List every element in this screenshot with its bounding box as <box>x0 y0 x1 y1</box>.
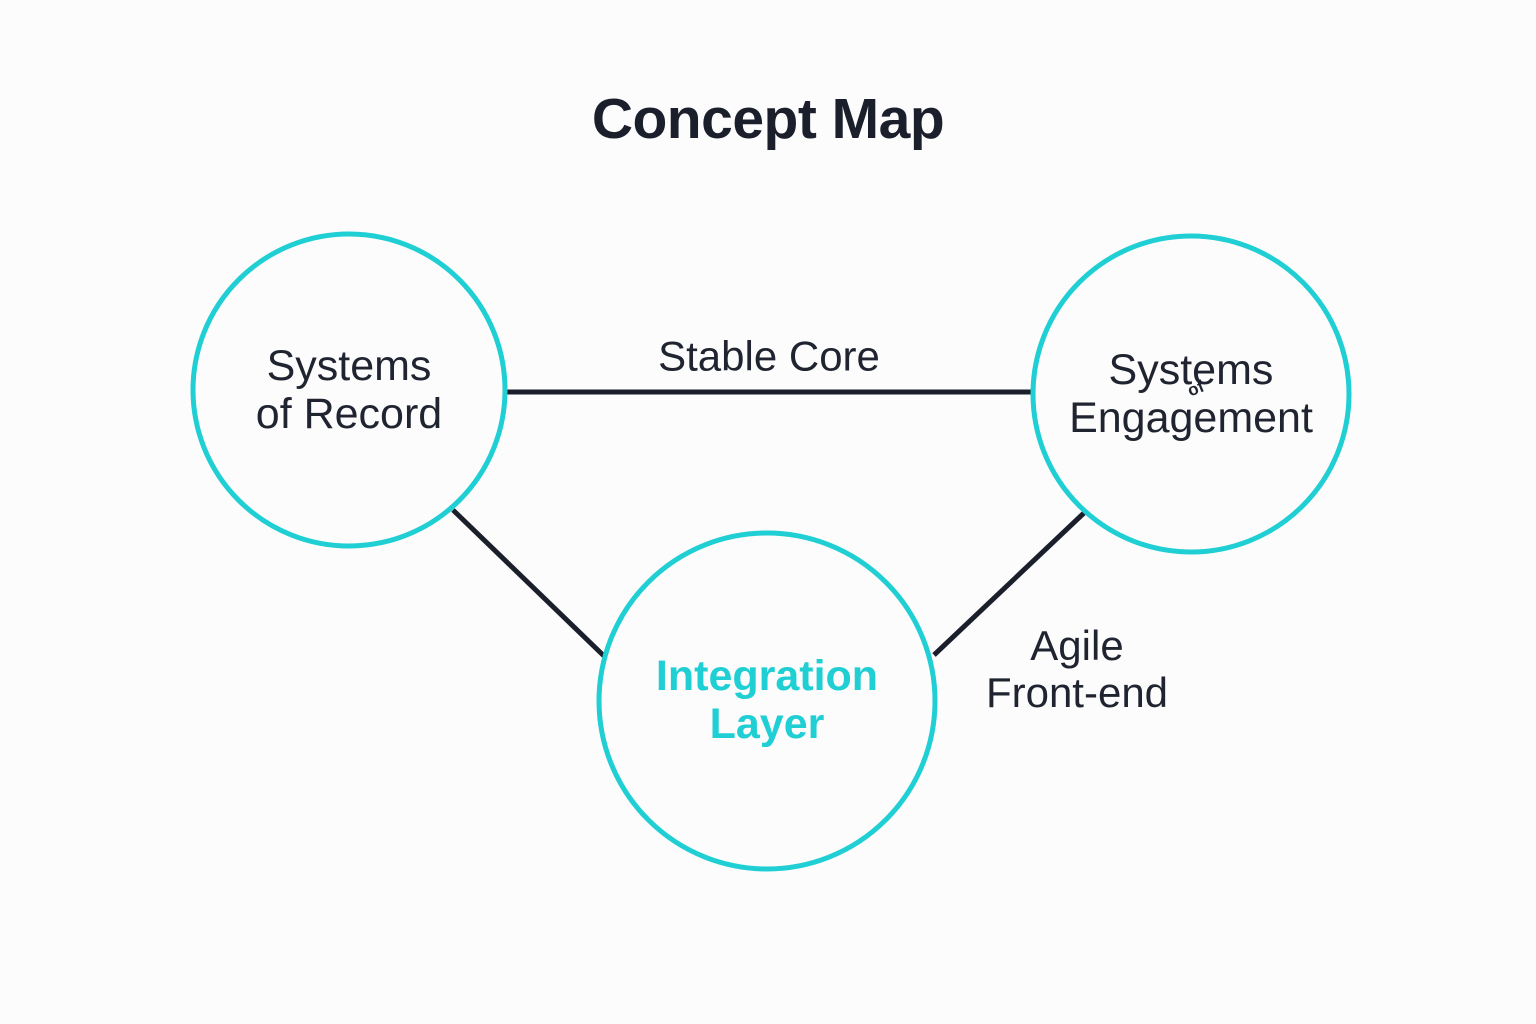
edge-integration-to-engagement <box>932 510 1087 657</box>
edge-record-to-integration <box>451 508 606 658</box>
page-title: Concept Map <box>591 87 945 151</box>
node-circle-systems-of-record[interactable] <box>190 231 508 549</box>
node-circle-integration-layer[interactable] <box>596 530 938 872</box>
node-circle-systems-of-engagement[interactable] <box>1030 233 1352 555</box>
